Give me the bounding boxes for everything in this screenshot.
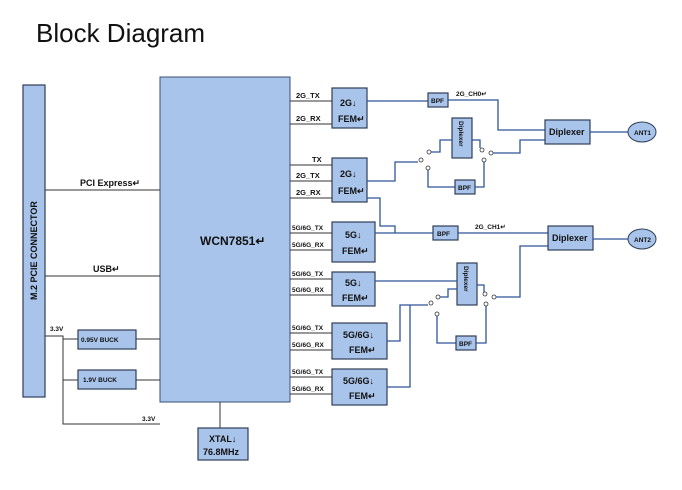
fem4-sig1: 5G/6G_TX — [292, 325, 324, 332]
bpf-a-label: BPF — [458, 185, 471, 192]
xtal-line1: XTAL↓ — [209, 434, 236, 444]
diplexer-small-a — [451, 117, 473, 159]
page-title: Block Diagram — [36, 18, 206, 48]
fem-5g-a — [331, 221, 376, 263]
sw-b1 — [479, 147, 485, 153]
bpf0-to-diplexer1 — [448, 99, 545, 131]
sw-b2 — [481, 157, 487, 163]
fem-2g-b — [331, 157, 368, 203]
bpf-b-label: BPF — [459, 341, 472, 348]
fem1-to-sw-a — [367, 161, 418, 182]
fem1-sig0: TX — [312, 155, 322, 164]
fem-5g6g-a-l2: FEM↵ — [349, 345, 376, 355]
fem4-sig2: 5G/6G_RX — [292, 342, 324, 349]
m2-connector-label: M.2 PCIE CONNECTOR — [29, 201, 39, 300]
diplexer-small-b-label: Diplexer — [462, 266, 469, 292]
fem-5g6g-a-l1: 5G/6G↓ — [343, 330, 374, 340]
fem2-sig1: 5G/6G_TX — [292, 225, 324, 232]
fem5-to-sw-c — [387, 305, 411, 388]
fem-5g-a-l1: 5G↓ — [345, 230, 362, 240]
fem-2g-a-l2: FEM↵ — [338, 114, 365, 124]
fem-5g6g-b-l2: FEM↵ — [349, 391, 376, 401]
v33-bottom-label: 3.3V — [142, 416, 156, 423]
bpf-ch1-label: BPF — [437, 231, 450, 238]
ch1-label: 2G_CH1↵ — [475, 224, 506, 231]
sw-c2 — [435, 294, 441, 300]
ch0-label: 2G_CH0↵ — [456, 91, 487, 98]
ant2-label: ANT2 — [634, 237, 651, 244]
fem-5g6g-b-l1: 5G/6G↓ — [343, 376, 374, 386]
fem5-sig1: 5G/6G_TX — [292, 369, 324, 376]
ant1-icon — [627, 121, 657, 143]
wcn7851-label: WCN7851↵ — [200, 234, 265, 248]
fem1-rx-to-bpf1 — [367, 197, 396, 233]
diplexer-b-to-sw-d — [477, 284, 485, 292]
buck-095v-label: 0.95V BUCK — [81, 337, 119, 344]
ant2-icon — [627, 228, 657, 250]
fem1-sig2: 2G_RX — [296, 188, 321, 197]
sw-c3 — [434, 311, 440, 317]
sw-b3 — [488, 150, 494, 156]
fem1-sig1: 2G_TX — [296, 171, 320, 180]
diplexer-ant1-label: Diplexer — [549, 127, 585, 137]
sw-c-to-bpf-b — [436, 316, 456, 344]
diplexer-small-a-label: Diplexer — [457, 121, 464, 147]
sw-d-to-diplexer2 — [496, 245, 548, 298]
fem-5g-a-l2: FEM↵ — [342, 246, 369, 256]
fem-2g-b-l1: 2G↓ — [340, 169, 357, 179]
usb-label: USB↵ — [93, 264, 120, 274]
diplexer-ant2 — [547, 225, 594, 251]
sw-d1 — [482, 291, 488, 297]
fem-5g-b-l2: FEM↵ — [342, 293, 369, 303]
sw-d3 — [491, 294, 497, 300]
sw-d2 — [483, 301, 489, 307]
sw-c-to-diplexer-b — [440, 288, 457, 298]
fem2-sig2: 5G/6G_RX — [292, 242, 324, 249]
fem4-to-sw-c — [387, 304, 428, 342]
m2-connector-block — [22, 84, 46, 398]
fem3-sig1: 5G/6G_TX — [292, 271, 324, 278]
pci-express-label: PCI Express↵ — [80, 178, 140, 188]
fem-5g-b — [331, 271, 376, 307]
fem3-sig2: 5G/6G_RX — [292, 287, 324, 294]
fem-5g6g-b — [331, 368, 388, 406]
fem0-sig2: 2G_RX — [296, 114, 321, 123]
fem-5g-b-l1: 5G↓ — [345, 278, 362, 288]
sw-c1 — [428, 300, 434, 306]
sw-b-to-diplexer1 — [493, 139, 545, 154]
fem-2g-b-l2: FEM↵ — [338, 186, 365, 196]
v33-top-label: 3.3V — [50, 326, 64, 333]
fem-5g6g-a — [331, 322, 388, 360]
diplexer-a-to-sw-b — [472, 139, 481, 148]
sw-a-to-bpf-a — [427, 170, 455, 188]
diplexer-small-b — [456, 262, 478, 306]
sw-a3 — [425, 165, 431, 171]
ant1-label: ANT1 — [634, 130, 651, 137]
fem-2g-a — [331, 87, 368, 129]
diplexer-ant2-label: Diplexer — [552, 233, 588, 243]
sw-a1 — [418, 157, 424, 163]
buck-19v-label: 1.9V BUCK — [83, 377, 117, 384]
bpf-b-to-sw-d — [476, 306, 487, 344]
fem-2g-a-l1: 2G↓ — [340, 98, 357, 108]
sw-a-to-diplexer-a — [431, 139, 452, 153]
fem5-sig2: 5G/6G_RX — [292, 386, 324, 393]
xtal-block — [197, 427, 249, 461]
wcn7851-block — [159, 76, 291, 403]
fem0-sig1: 2G_TX — [296, 91, 320, 100]
sw-a2 — [426, 149, 432, 155]
bpf-ch0-label: BPF — [431, 98, 444, 105]
bpf-a-to-sw-b — [475, 162, 485, 188]
xtal-line2: 76.8MHz — [203, 447, 240, 457]
